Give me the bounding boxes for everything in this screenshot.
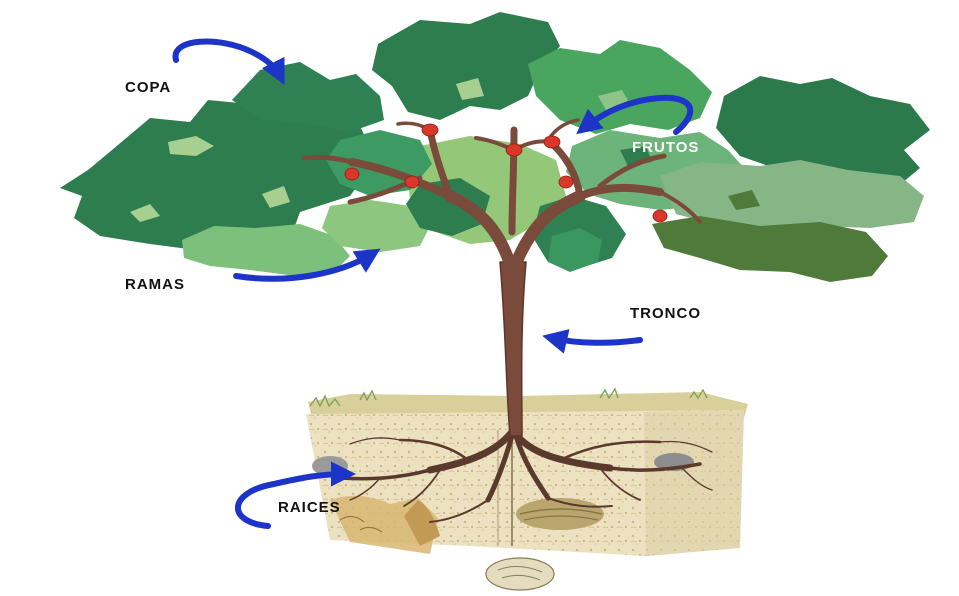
fruit	[653, 210, 667, 222]
soil-block	[306, 389, 748, 590]
label-raices: RAICES	[278, 499, 341, 516]
fruit	[544, 136, 560, 148]
fruit	[405, 176, 419, 188]
label-tronco: TRONCO	[630, 305, 701, 322]
label-frutos: FRUTOS	[632, 139, 699, 156]
fruit	[559, 176, 573, 188]
fruit	[506, 144, 522, 156]
label-ramas: RAMAS	[125, 276, 185, 293]
fruit	[345, 168, 359, 180]
label-copa: COPA	[125, 79, 171, 96]
tronco-arrow	[552, 338, 640, 343]
fruit	[422, 124, 438, 136]
